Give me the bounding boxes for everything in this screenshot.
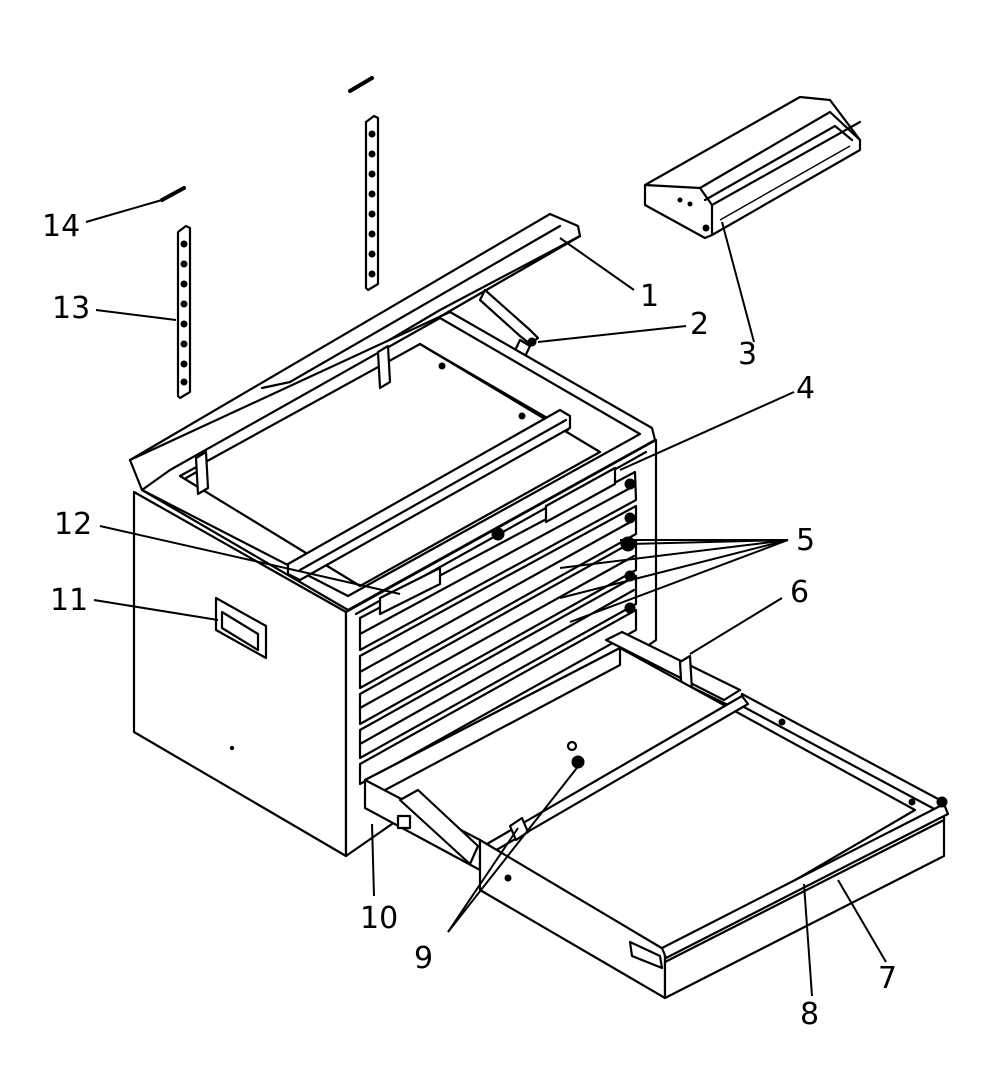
part-14-pin [160, 76, 374, 202]
callout-9: 9 [414, 941, 433, 976]
part-13-hinge-strip [176, 114, 380, 400]
leader-lines [85, 199, 887, 997]
callout-labels: 14 13 1 2 3 4 5 6 7 8 9 10 11 12 [42, 209, 897, 1032]
callout-4: 4 [796, 371, 815, 406]
callout-10: 10 [360, 901, 398, 936]
callout-3: 3 [738, 337, 757, 372]
callout-11: 11 [50, 583, 88, 618]
callout-14: 14 [42, 209, 80, 244]
callout-6: 6 [790, 575, 809, 610]
callout-8: 8 [800, 997, 819, 1032]
callout-2: 2 [690, 307, 709, 342]
callout-13: 13 [52, 291, 90, 326]
callout-1: 1 [640, 279, 659, 314]
callout-5: 5 [796, 523, 815, 558]
callout-12: 12 [54, 507, 92, 542]
callout-7: 7 [878, 961, 897, 996]
part-3-tray [643, 95, 862, 240]
